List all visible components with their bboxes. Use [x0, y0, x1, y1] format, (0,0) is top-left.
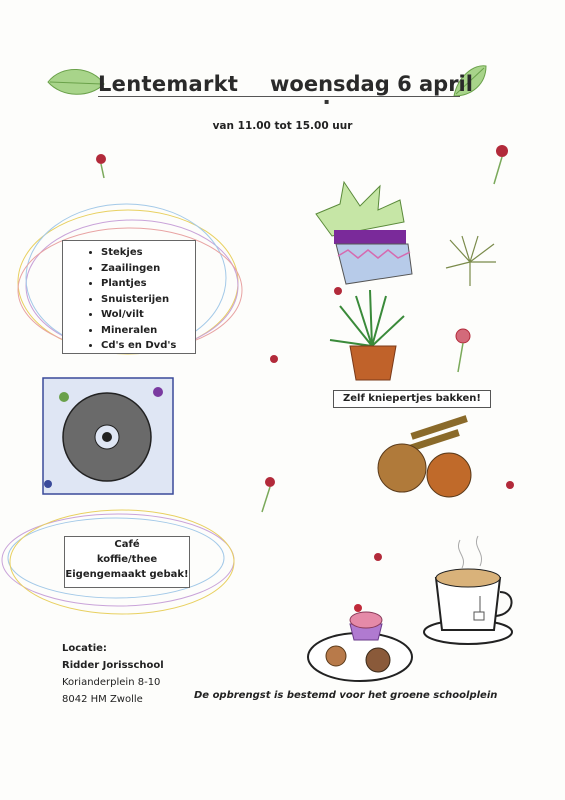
list-item: Mineralen	[101, 323, 195, 339]
list-item: Wol/vilt	[101, 307, 195, 323]
potted-plant-drawing	[329, 289, 405, 381]
cafe-title: Café	[114, 539, 140, 550]
list-item: Snuisterijen	[101, 292, 195, 308]
cafe-box: Café koffie/thee Eigengemaakt gebak!	[64, 536, 190, 588]
market-items-box: Stekjes Zaailingen Plantjes Snuisterijen…	[62, 240, 196, 354]
scribble-frame	[1, 509, 235, 615]
list-item: Stekjes	[101, 245, 195, 261]
cake-plate-drawing	[307, 604, 413, 682]
proceeds-note: De opbrengst is bestemd voor het groene …	[194, 690, 498, 701]
event-time: van 11.00 tot 15.00 uur	[212, 120, 353, 132]
leaf-left-icon	[47, 69, 105, 95]
list-item: Plantjes	[101, 276, 195, 292]
flower-icon	[261, 477, 275, 513]
flower-icon	[493, 145, 508, 185]
activity-label: Zelf kniepertjes bakken!	[333, 390, 491, 408]
list-item: Zaailingen	[101, 261, 195, 277]
location-name: Ridder Jorisschool	[62, 660, 164, 671]
succulent-pot-drawing	[315, 180, 413, 285]
flower-icon	[96, 154, 106, 179]
location-block: Locatie: Ridder Jorisschool Korianderple…	[62, 640, 164, 708]
page-title: Lentemarkt	[98, 72, 239, 96]
location-heading: Locatie:	[62, 643, 107, 654]
coffee-cup-drawing	[423, 535, 513, 645]
cookies-drawing	[377, 415, 472, 498]
flower-icon	[334, 287, 342, 295]
event-date: woensdag 6 april	[270, 72, 473, 96]
flower-icon	[374, 553, 382, 561]
market-items-list: Stekjes Zaailingen Plantjes Snuisterijen…	[63, 245, 195, 354]
cafe-drinks: koffie/thee	[96, 554, 158, 565]
title-underline	[98, 96, 460, 97]
cafe-cake: Eigengemaakt gebak!	[65, 569, 189, 580]
flower-icon	[506, 481, 514, 489]
cd-drawing	[42, 377, 174, 495]
list-item: Cd's en Dvd's	[101, 338, 195, 354]
flower-icon	[455, 328, 471, 373]
flower-icon	[270, 355, 278, 363]
svg-text:▪: ▪	[324, 97, 329, 106]
leaf-right-icon	[453, 65, 487, 97]
location-city: 8042 HM Zwolle	[62, 694, 143, 705]
location-street: Korianderplein 8-10	[62, 677, 161, 688]
grass-drawing	[445, 235, 496, 286]
